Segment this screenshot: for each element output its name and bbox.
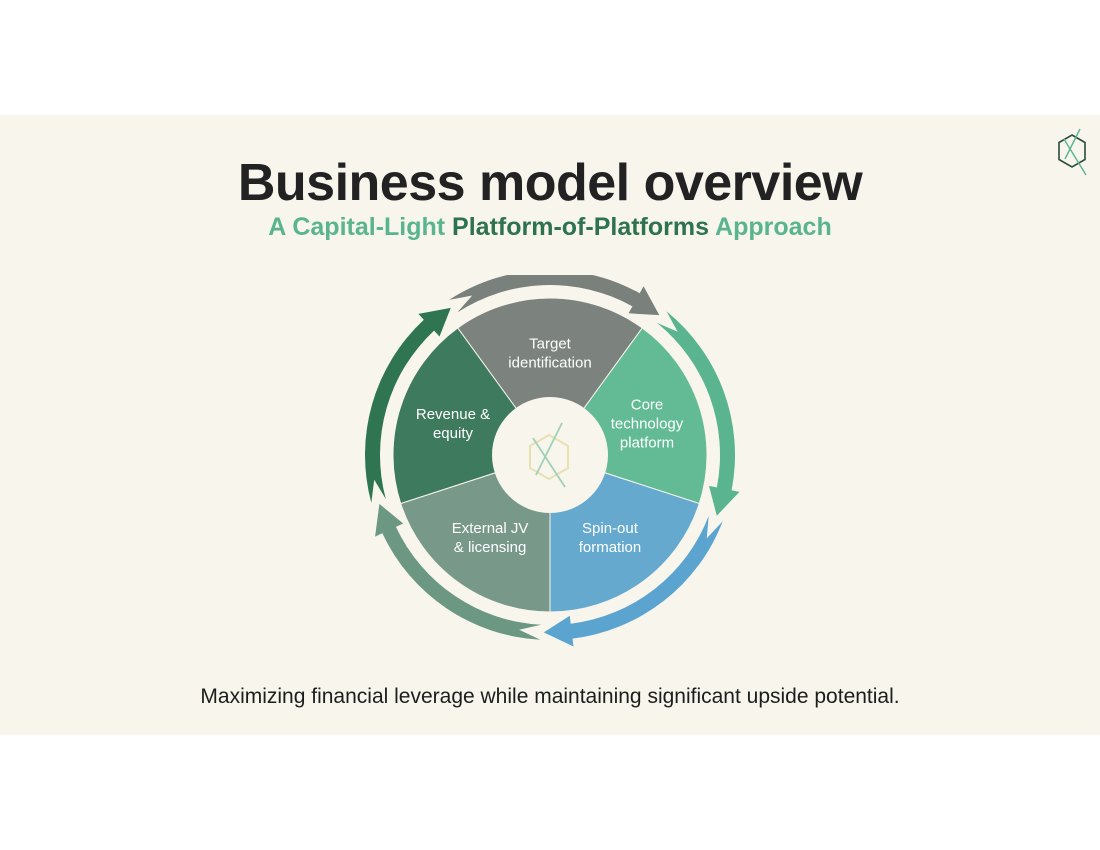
cycle-segment-label: External JV & licensing <box>452 520 529 556</box>
cycle-arrow <box>656 311 740 516</box>
cycle-segment-label-line: identification <box>508 355 591 372</box>
cycle-segment-label: Core technology platform <box>611 396 684 451</box>
cycle-arrows <box>365 275 740 647</box>
page-title: Business model overview <box>237 154 863 212</box>
cycle-segment-label: Target identification <box>508 336 591 372</box>
cycle-segment-label-line: & licensing <box>454 539 527 556</box>
cycle-segment-label: Spin-out formation <box>579 520 642 556</box>
cycle-segment-label-line: External JV <box>452 520 529 537</box>
subtitle-part-2: Platform-of-Platforms <box>452 213 710 241</box>
cycle-segment-label-line: Core <box>631 396 664 413</box>
cycle-segment-label-line: technology <box>611 415 684 432</box>
center-circle <box>492 397 608 513</box>
cycle-segment-label-line: equity <box>433 425 474 442</box>
cycle-segment-label-line: formation <box>579 539 642 556</box>
cycle-segment-label: Revenue & equity <box>416 406 490 442</box>
page-subtitle: A Capital-Light Platform-of-Platforms Ap… <box>0 211 1100 243</box>
cycle-arrow <box>365 307 451 503</box>
cycle-arrow <box>375 503 542 640</box>
hexagon-x-logo-icon <box>1058 128 1087 176</box>
cycle-segment-label-line: Revenue & <box>416 406 490 423</box>
cycle-segment-label-line: Target <box>529 336 572 353</box>
cycle-arrow <box>449 275 660 316</box>
cycle-segment-label-line: platform <box>620 434 674 451</box>
footer-tagline: Maximizing financial leverage while main… <box>200 685 900 708</box>
subtitle-part-1: A Capital-Light <box>268 213 453 241</box>
cycle-arrow <box>543 515 723 647</box>
cycle-segment-label-line: Spin-out <box>582 520 639 537</box>
slide: Business model overview A Capital-Light … <box>0 115 1100 735</box>
subtitle-part-3: Approach <box>709 213 832 241</box>
center-logo-icon <box>529 422 569 488</box>
cycle-segment <box>457 297 643 456</box>
